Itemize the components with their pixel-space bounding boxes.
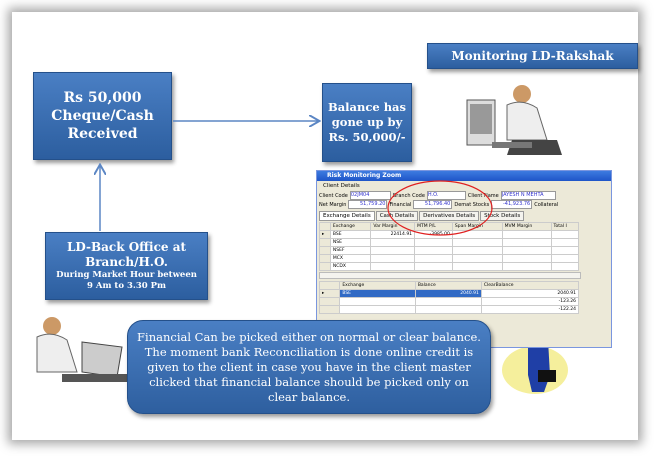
table-cell <box>414 305 482 314</box>
window-titlebar: Risk Monitoring Zoom <box>317 171 611 181</box>
client-name-label: Client Name <box>467 192 499 199</box>
client-code-field[interactable]: 02JM04 <box>349 191 391 200</box>
column-header[interactable]: Balance <box>414 281 482 290</box>
client-code-label: Client Code <box>319 192 348 199</box>
table-cell <box>501 230 552 239</box>
table-cell <box>414 238 453 247</box>
branch-code-label: Branch Code <box>392 192 425 199</box>
table-cell <box>414 262 453 271</box>
table-cell <box>370 262 416 271</box>
person-at-computer-icon <box>466 85 562 155</box>
balance-up-box: Balance has gone up by Rs. 50,000/- <box>322 83 412 162</box>
cheque-received-box: Rs 50,000 Cheque/Cash Received <box>33 72 172 160</box>
callout-text: Financial Can be picked either on normal… <box>137 329 481 404</box>
explanation-callout: Financial Can be picked either on normal… <box>127 320 491 414</box>
corner-cell <box>318 281 341 290</box>
table-cell <box>414 297 482 306</box>
risk-monitoring-window: Risk Monitoring Zoom Client Details Clie… <box>316 170 612 348</box>
net-margin-label: Net Margin <box>319 201 347 208</box>
table-cell <box>501 246 552 255</box>
table-cell <box>370 254 416 263</box>
table-cell <box>550 230 580 239</box>
financial-label: Financial <box>389 201 412 208</box>
branch-code-field[interactable]: H.O. <box>426 191 466 200</box>
table-cell <box>339 297 416 306</box>
back-office-title: LD-Back Office at Branch/H.O. <box>66 240 187 269</box>
table-cell <box>550 246 580 255</box>
financial-field: 51,796.40 <box>413 200 453 209</box>
table-cell <box>501 262 552 271</box>
row-selector[interactable] <box>319 254 331 263</box>
table-cell: BSE <box>329 230 372 239</box>
table-row[interactable]: NCDX <box>319 262 580 271</box>
table-row[interactable]: NSE <box>319 238 580 247</box>
balance-text: Balance has gone up by Rs. 50,000/- <box>328 100 406 144</box>
client-details-heading: Client Details <box>323 183 360 189</box>
monitoring-text: Monitoring LD-Rakshak <box>451 49 614 63</box>
row-selector[interactable] <box>318 297 341 306</box>
cheque-text: Rs 50,000 Cheque/Cash Received <box>51 90 154 142</box>
table-row[interactable]: -123.26 <box>318 297 580 306</box>
demat-stocks-label: Demat Stocks <box>454 201 490 208</box>
table-cell <box>501 238 552 247</box>
table-cell: -123.26 <box>480 297 580 306</box>
table-cell <box>339 305 416 314</box>
tab-derivatives-details[interactable]: Derivatives Details <box>419 211 480 221</box>
table-cell <box>451 254 503 263</box>
tab-exchange-details[interactable]: Exchange Details <box>319 211 375 221</box>
table-cell <box>550 238 580 247</box>
row-selector[interactable] <box>319 262 331 271</box>
table-cell <box>414 254 453 263</box>
table-cell <box>501 254 552 263</box>
tab-stock-details[interactable]: Stock Details <box>480 211 525 221</box>
table-cell <box>550 262 580 271</box>
row-selector[interactable] <box>319 238 331 247</box>
table-cell: 2040.91 <box>480 289 580 298</box>
row-selector[interactable] <box>318 305 341 314</box>
tab-cash-details[interactable]: Cash Details <box>375 211 419 221</box>
table-cell <box>414 246 453 255</box>
column-header[interactable]: Exchange <box>339 281 416 290</box>
table-cell <box>370 238 416 247</box>
table-cell <box>550 254 580 263</box>
table-cell <box>451 238 503 247</box>
horizontal-scrollbar[interactable] <box>319 272 581 279</box>
corner-cell <box>319 222 331 231</box>
table-cell <box>451 262 503 271</box>
table-cell <box>451 246 503 255</box>
column-header[interactable]: ClearBalance <box>480 281 580 290</box>
row-selector[interactable]: ▸ <box>319 230 331 239</box>
net-margin-field: 51,759.20 <box>348 200 388 209</box>
table-row[interactable]: NSEF <box>319 246 580 255</box>
back-office-subtitle: During Market Hour between 9 Am to 3.30 … <box>56 270 197 291</box>
monitoring-title-box: Monitoring LD-Rakshak <box>427 43 638 69</box>
table-cell: BSE <box>339 289 416 298</box>
table-cell: NSE <box>329 238 372 247</box>
back-office-box: LD-Back Office at Branch/H.O. During Mar… <box>45 232 208 300</box>
table-cell: -122.24 <box>480 305 580 314</box>
table-cell: NSEF <box>329 246 372 255</box>
column-header[interactable]: Total I <box>550 222 580 231</box>
column-header[interactable]: MVM Margin <box>501 222 552 231</box>
table-row[interactable]: MCX <box>319 254 580 263</box>
row-selector[interactable] <box>319 246 331 255</box>
highlight-ellipse <box>387 180 493 236</box>
table-row[interactable]: -122.24 <box>318 305 580 314</box>
person-at-laptop-icon <box>36 317 127 382</box>
client-name-field[interactable]: JAYESH N MEHTA <box>500 191 556 200</box>
table-cell: NCDX <box>329 262 372 271</box>
table-cell <box>370 246 416 255</box>
collateral-label: Collateral <box>534 201 559 208</box>
detail-tabs: Exchange Details Cash Details Derivative… <box>317 211 611 221</box>
table-cell: 2040.91 <box>414 289 482 298</box>
row-selector[interactable]: ▸ <box>318 289 341 298</box>
table-cell: MCX <box>329 254 372 263</box>
column-header[interactable]: Exchange <box>329 222 372 231</box>
demat-stocks-field: -41,923.76 <box>491 200 533 209</box>
